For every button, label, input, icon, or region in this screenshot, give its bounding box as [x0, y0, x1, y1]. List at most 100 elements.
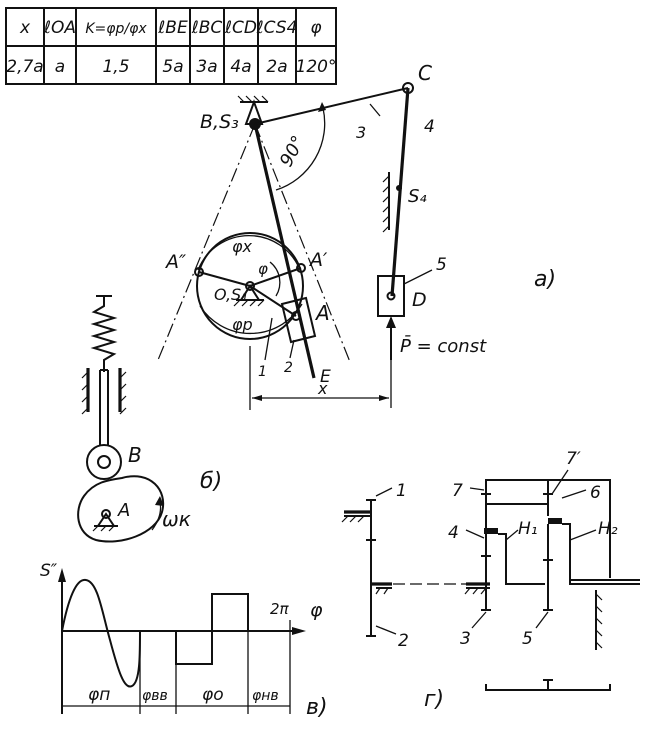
arc-phi-x	[197, 234, 301, 271]
extreme-position-left	[157, 123, 256, 361]
label-b-s3: B,S₃	[200, 111, 239, 133]
label-link-2: 2	[284, 360, 293, 376]
carrier-h1	[498, 533, 545, 585]
table-header-loa: ℓOA	[43, 18, 76, 38]
table-header-lcd: ℓCD	[224, 18, 257, 38]
label-phi-x: φx	[232, 237, 253, 256]
label-d: D	[412, 289, 427, 311]
table-header-lcs4: ℓCS4	[256, 18, 298, 38]
angle-arc-90	[275, 107, 326, 191]
table-value-x: 2,7a	[6, 57, 43, 77]
cam-profile	[77, 475, 165, 543]
roller-pin	[97, 455, 111, 469]
ground-frame-right	[595, 590, 603, 650]
label-gear-5: 5	[522, 629, 533, 649]
label-2pi: 2π	[270, 600, 290, 618]
label-phase-rise: φп	[88, 685, 110, 705]
joint-a	[291, 311, 301, 321]
input-bearing	[341, 510, 372, 523]
table-header-phi: φ	[310, 18, 322, 38]
label-phase-return: φо	[202, 685, 224, 705]
joint-o	[245, 281, 255, 291]
gear-train: 1 2 3 4 5 6 7 7′ H₁ H₂ г)	[341, 449, 640, 712]
cam-mechanism: B A ωк б)	[77, 295, 222, 543]
label-link-4: 4	[424, 117, 435, 137]
x-axis-arrow	[292, 627, 306, 635]
table-value-k: 1,5	[102, 57, 129, 77]
panel-tag-a: a)	[534, 267, 556, 292]
label-link-3: 3	[356, 123, 366, 142]
joint-d	[386, 291, 396, 301]
label-carrier-h1: H₁	[518, 519, 538, 539]
slider-block-2	[280, 296, 317, 344]
acceleration-graph: S″ φ 2π φп φвв φо φнв в)	[40, 561, 328, 720]
label-a-double-prime: A″	[164, 251, 186, 273]
roller-b	[86, 444, 122, 480]
label-y-s: S″	[40, 561, 58, 581]
panel-tag-v: в)	[306, 695, 328, 720]
table-header-x: x	[19, 18, 31, 38]
link-4	[390, 87, 410, 297]
label-gear-3: 3	[460, 629, 471, 649]
panel-tag-b: б)	[200, 469, 222, 494]
cam-pivot-a	[101, 509, 111, 519]
center-of-mass-s4	[396, 185, 402, 191]
table-value-phi: 120°	[296, 57, 337, 77]
label-x-phi: φ	[310, 599, 323, 621]
follower-guide	[81, 368, 127, 415]
label-link-1: 1	[258, 364, 267, 380]
label-cam-a: A	[117, 500, 130, 521]
curve-rise-phase	[61, 578, 141, 688]
leader-link-2	[289, 339, 295, 359]
table-value-loa: a	[55, 57, 65, 77]
label-o-s1: O,S₁	[214, 285, 248, 304]
table-value-lcd: 4a	[230, 57, 251, 77]
label-gear-4: 4	[448, 523, 459, 543]
label-omega-k: ωк	[162, 507, 191, 531]
label-carrier-h2: H₂	[598, 519, 618, 539]
table-value-lbe: 5a	[162, 57, 183, 77]
table-value-lcs4: 2a	[266, 57, 287, 77]
slider-guide-d	[382, 172, 390, 233]
joint-a-double-prime	[194, 267, 204, 277]
label-phase-lower-dwell: φнв	[252, 688, 279, 704]
linkage-mechanism: C B,S₃ 90° 3 4 S₄ A″ A′ φx φ O,S₁ A φp 1…	[157, 61, 556, 410]
pivot-support-b	[237, 95, 269, 125]
y-axis-arrow	[58, 568, 66, 582]
crank-1	[249, 285, 297, 317]
parameter-table: x ℓOA K=φp/φx ℓBE ℓBC ℓCD ℓCS4 φ 2,7a a …	[5, 7, 337, 85]
label-phase-upper-dwell: φвв	[142, 688, 168, 704]
label-gear-7: 7	[452, 481, 463, 501]
label-phi: φ	[258, 260, 268, 278]
table-header-lbc: ℓBC	[191, 18, 223, 38]
label-roller-b: B	[128, 443, 142, 467]
arc-phi	[269, 261, 281, 297]
leader-link-3	[369, 103, 381, 117]
planet-gear-4	[484, 528, 498, 534]
label-gear-1: 1	[396, 481, 407, 501]
crank-position-a2	[198, 271, 251, 287]
spring	[90, 296, 118, 372]
pivot-support-o	[233, 284, 265, 307]
force-arrowhead	[386, 316, 396, 328]
label-s4: S₄	[408, 186, 427, 207]
table-header-lbe: ℓBE	[157, 18, 188, 38]
label-gear-7-prime: 7′	[566, 449, 581, 469]
table-value-lbc: 3a	[196, 57, 217, 77]
label-angle-90: 90°	[276, 132, 310, 170]
crank-circle	[196, 232, 304, 340]
label-a: A	[314, 301, 330, 325]
joint-a-prime	[296, 263, 306, 273]
label-force-p: P̄ = const	[400, 335, 487, 357]
leader-slider-5	[403, 269, 433, 285]
label-a-prime: A′	[308, 249, 328, 271]
label-x-dimension: x	[317, 379, 328, 398]
rocker-be	[253, 123, 316, 379]
link-3	[254, 87, 409, 125]
slider-5	[377, 275, 405, 317]
planet-gear-6-hub	[548, 518, 562, 524]
curve-dwell-return	[140, 593, 249, 665]
label-phi-p: φp	[232, 315, 253, 334]
